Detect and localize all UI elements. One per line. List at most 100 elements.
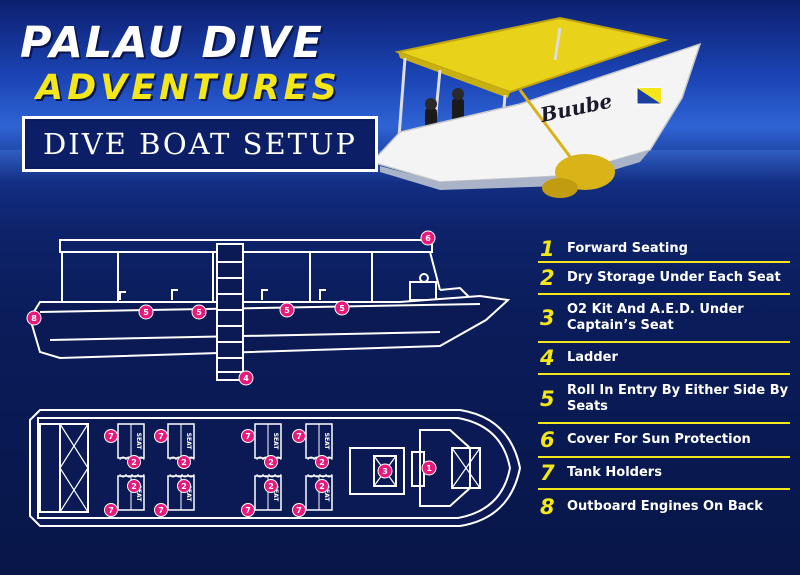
console xyxy=(409,281,437,301)
top-view-markers: 1 3 xyxy=(377,460,437,479)
canopy-edge xyxy=(398,52,510,98)
marker-3: 3 xyxy=(377,463,393,479)
legend-text: Outboard Engines On Back xyxy=(567,499,763,514)
svg-text:2: 2 xyxy=(268,482,274,491)
svg-text:2: 2 xyxy=(268,458,274,467)
seat-block: SEAT xyxy=(167,473,195,511)
svg-text:7: 7 xyxy=(158,432,164,441)
windshield xyxy=(439,286,471,299)
legend-text: O2 Kit And A.E.D. Under Captain’s Seat xyxy=(567,302,744,333)
svg-text:8: 8 xyxy=(31,314,37,323)
legend-item-7: 7 Tank Holders xyxy=(538,458,790,490)
legend-text: Cover For Sun Protection xyxy=(567,432,751,447)
seat-block: SEAT xyxy=(167,423,195,461)
captain-area xyxy=(349,447,405,495)
marker-5: 5 xyxy=(334,300,350,316)
svg-text:5: 5 xyxy=(339,304,345,313)
svg-text:4: 4 xyxy=(243,374,249,383)
marker-2: 2 xyxy=(264,455,278,469)
bench xyxy=(171,289,178,300)
seat-block: SEAT xyxy=(117,423,145,461)
svg-text:7: 7 xyxy=(245,506,251,515)
seat-label: SEAT xyxy=(135,433,142,451)
marker-7: 7 xyxy=(241,429,255,443)
legend-item-6: 6 Cover For Sun Protection xyxy=(538,424,790,458)
top-hull xyxy=(29,409,522,527)
top-deck-outline xyxy=(37,417,512,519)
legend-text: Roll In Entry By Either Side By Seats xyxy=(567,382,789,414)
waterline xyxy=(49,331,441,341)
marker-7: 7 xyxy=(154,429,168,443)
legend-number: 2 xyxy=(540,266,555,290)
seat-label: SEAT xyxy=(185,433,192,451)
marker-2: 2 xyxy=(315,455,329,469)
marker-7: 7 xyxy=(104,429,118,443)
mooring-buoy xyxy=(542,178,578,198)
legend-item-2: 2 Dry Storage Under Each Seat xyxy=(538,263,790,295)
side-view-diagram xyxy=(28,239,511,381)
bench xyxy=(261,289,268,300)
svg-text:7: 7 xyxy=(108,506,114,515)
svg-text:5: 5 xyxy=(196,308,202,317)
legend-number: 5 xyxy=(540,386,555,411)
legend-number: 8 xyxy=(540,495,555,519)
top-view-diagram xyxy=(29,409,522,527)
flag-icon-half xyxy=(637,88,661,104)
legend-item-8: 8 Outboard Engines On Back xyxy=(538,490,790,524)
bench xyxy=(119,291,126,300)
svg-text:7: 7 xyxy=(245,432,251,441)
bench xyxy=(319,289,326,300)
photo-boat xyxy=(370,16,702,198)
marker-7: 7 xyxy=(104,503,118,517)
svg-text:2: 2 xyxy=(319,458,325,467)
marker-5: 5 xyxy=(191,304,207,320)
svg-text:7: 7 xyxy=(108,432,114,441)
legend-item-3: 3 O2 Kit And A.E.D. Under Captain’s Seat xyxy=(538,295,790,343)
legend-item-4: 4 Ladder xyxy=(538,343,790,375)
svg-text:1: 1 xyxy=(426,464,432,473)
sun-cover xyxy=(59,239,433,253)
marker-7: 7 xyxy=(292,429,306,443)
legend: 1 Forward Seating 2 Dry Storage Under Ea… xyxy=(538,236,790,524)
marker-4: 4 xyxy=(238,370,254,386)
engine-cross xyxy=(59,423,89,513)
title-line-2: ADVENTURES xyxy=(36,68,341,108)
svg-text:2: 2 xyxy=(181,482,187,491)
ladder xyxy=(216,243,244,381)
legend-item-1: 1 Forward Seating xyxy=(538,236,790,263)
legend-number: 1 xyxy=(540,236,555,261)
deck-line xyxy=(39,303,481,313)
title-line-1: PALAU DIVE xyxy=(20,18,324,68)
svg-text:2: 2 xyxy=(131,458,137,467)
seat-label: SEAT xyxy=(323,485,330,503)
svg-text:2: 2 xyxy=(319,482,325,491)
seat-label: SEAT xyxy=(272,433,279,451)
seat-block: SEAT xyxy=(305,423,333,461)
marker-7: 7 xyxy=(292,503,306,517)
marker-2: 2 xyxy=(177,455,191,469)
canopy-pole xyxy=(553,27,562,61)
legend-number: 3 xyxy=(540,306,555,330)
marker-1: 1 xyxy=(421,460,437,476)
subtitle: DIVE BOAT SETUP xyxy=(43,127,357,161)
legend-number: 7 xyxy=(540,461,555,485)
captain-seat xyxy=(373,455,397,487)
marker-6: 6 xyxy=(420,230,436,246)
svg-text:7: 7 xyxy=(158,506,164,515)
marker-7: 7 xyxy=(154,503,168,517)
legend-text: Forward Seating xyxy=(567,240,688,256)
marker-2: 2 xyxy=(177,479,191,493)
diver-head xyxy=(425,98,437,110)
svg-text:7: 7 xyxy=(296,432,302,441)
seat-block: SEAT xyxy=(254,423,282,461)
svg-text:3: 3 xyxy=(382,467,388,476)
svg-text:6: 6 xyxy=(425,234,431,243)
subtitle-box: DIVE BOAT SETUP xyxy=(22,116,378,172)
bow-hatch xyxy=(451,447,481,489)
marker-7: 7 xyxy=(241,503,255,517)
legend-text: Ladder xyxy=(567,350,618,365)
svg-text:5: 5 xyxy=(284,306,290,315)
legend-item-5: 5 Roll In Entry By Either Side By Seats xyxy=(538,375,790,424)
